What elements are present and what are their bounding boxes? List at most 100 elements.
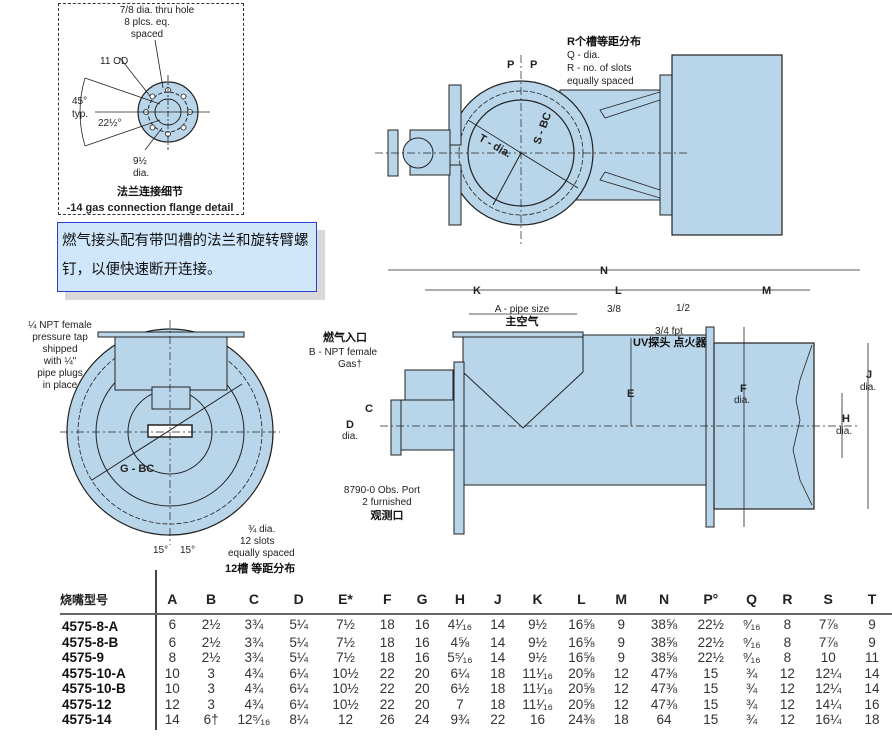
value-cell: 3	[207, 665, 215, 681]
value-cell: 20	[414, 696, 430, 712]
value-cell: 9½	[528, 650, 547, 665]
end-view-tap-note-2: pressure tap	[32, 332, 88, 343]
side-view-drawing: N K L M A - pipe size 主空气 燃气入口 B - NPT f…	[309, 265, 876, 535]
value-cell: 20⅝	[568, 681, 595, 696]
value-cell: 9	[868, 634, 876, 650]
top-view-r-label: R - no. of slots	[567, 63, 631, 74]
model-cell: 4575-8-A	[62, 619, 119, 634]
value-cell: 9	[868, 617, 876, 632]
value-cell: 18	[490, 696, 506, 712]
value-cell: 4¾	[244, 665, 264, 681]
value-cell: 16	[864, 696, 880, 712]
end-view-tap-note-6: in place	[43, 380, 78, 391]
end-view-slot-note-2: 12 slots	[240, 536, 274, 547]
value-cell: 22½	[697, 650, 724, 665]
value-cell: 14¼	[815, 696, 842, 712]
end-view-tap-note-4: with ¼"	[43, 355, 77, 367]
value-cell: 2½	[201, 634, 221, 650]
flange-hole-note-3: spaced	[131, 29, 163, 40]
uv-ignitor-cn: UV探头 点火器	[633, 335, 707, 349]
flange-bolt-holes	[143, 87, 193, 137]
value-cell: ¾	[745, 712, 758, 727]
value-cell: 20	[414, 665, 430, 681]
value-cell: 6	[168, 617, 177, 632]
value-cell: 47⅜	[650, 681, 678, 696]
value-cell: 9	[617, 617, 625, 632]
value-cell: 16	[414, 650, 430, 665]
value-cell: 11¹⁄₁₆	[522, 665, 553, 681]
header-col: G	[404, 588, 440, 615]
dim-a-cn: 主空气	[506, 314, 539, 328]
obs-port-label-2: 2 furnished	[362, 497, 411, 508]
end-view-tap-note-3: shipped	[42, 344, 77, 355]
value-cell: 12⁵⁄₁₆	[237, 712, 271, 727]
value-cell: 3	[207, 681, 215, 696]
value-cell: 9½	[528, 617, 547, 632]
end-view-drawing: G - BC ¼ NPT female pressure tap shipped…	[28, 319, 295, 575]
value-cell: 14	[490, 650, 506, 665]
value-cell: 8	[783, 634, 792, 650]
value-cell: 20⅝	[568, 696, 595, 712]
value-cell: 16	[530, 712, 546, 727]
flange-detail-title-cn: 法兰连接细节	[117, 184, 183, 198]
value-cell: 6¼	[289, 696, 309, 712]
value-cell: 12	[613, 665, 629, 681]
value-cell: 11	[865, 650, 880, 665]
obs-port-cn: 观测口	[371, 508, 404, 522]
value-cell: 5¼	[289, 650, 309, 665]
top-view-q-label: Q - dia.	[567, 50, 600, 61]
header-col: P°	[688, 588, 733, 615]
dim-l-label: L	[615, 285, 622, 297]
model-cell: 4575-10-A	[62, 665, 126, 681]
value-cell: 18	[490, 681, 506, 696]
value-cell: 18	[864, 712, 880, 727]
header-col: H	[439, 588, 480, 615]
dim-three-eighths: 3/8	[607, 304, 621, 315]
value-cell: 12	[613, 681, 629, 696]
value-cell: 4¾	[244, 681, 264, 696]
value-cell: 38⅝	[650, 650, 678, 665]
value-cell: 8	[783, 650, 792, 665]
value-cell: 6½	[450, 681, 470, 696]
end-view-g-label: G - BC	[120, 463, 154, 475]
header-col: C	[231, 588, 277, 615]
end-view-angle-left: 15°	[153, 545, 168, 556]
value-cell: 10	[820, 650, 836, 665]
value-cell: ¾	[745, 696, 758, 712]
dim-m-label: M	[762, 285, 771, 297]
value-cell: 15	[703, 696, 719, 712]
header-col: M	[603, 588, 640, 615]
value-cell: 14	[490, 634, 506, 650]
value-cell: 5¼	[289, 617, 309, 632]
value-cell: 6¼	[450, 665, 470, 681]
value-cell: ¾	[745, 665, 758, 681]
value-cell: 8¼	[289, 712, 309, 727]
value-cell: 15	[703, 712, 719, 727]
flange-hole-note: 7/8 dia. thru hole	[120, 5, 195, 16]
value-cell: 22	[490, 712, 506, 727]
top-view-r-label-2: equally spaced	[567, 76, 634, 87]
value-cell: 22	[379, 681, 395, 696]
value-cell: 7½	[336, 634, 355, 650]
flange-bc-label: 9½	[133, 156, 148, 167]
value-cell: ⁹⁄₁₆	[742, 650, 761, 665]
value-cell: 16¼	[815, 712, 842, 727]
value-cell: 12	[779, 696, 795, 712]
top-view-p-label-left: P	[507, 59, 514, 71]
dim-k-label: K	[473, 285, 481, 297]
value-cell: 5⁵⁄₁₆	[447, 650, 473, 665]
value-cell: 12	[779, 712, 795, 727]
value-cell: 5¼	[289, 634, 309, 650]
dim-h-dia: dia.	[836, 426, 852, 437]
dim-f-label: F	[740, 383, 747, 395]
flange-detail-drawing: 7/8 dia. thru hole 8 plcs. eq. spaced 11…	[67, 5, 234, 214]
obs-port-label-1: 8790-0 Obs. Port	[344, 485, 420, 496]
flange-detail-title-en: -14 gas connection flange detail	[67, 202, 234, 214]
value-cell: 6¼	[289, 665, 309, 681]
value-cell: 22	[379, 665, 395, 681]
value-cell: 47⅜	[650, 696, 678, 712]
value-cell: 3¾	[244, 617, 264, 632]
